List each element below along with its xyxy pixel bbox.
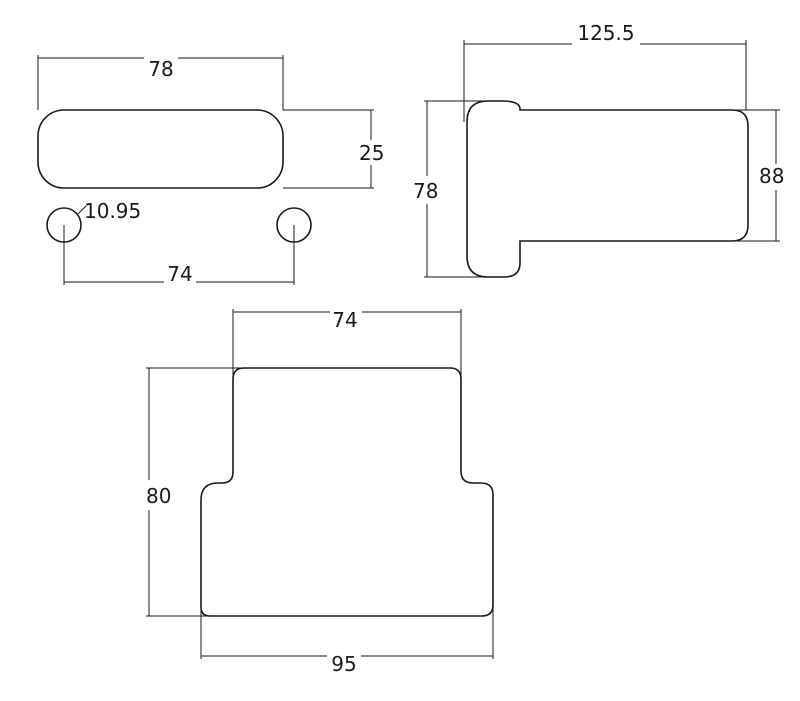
dimension-label-bottom-width: 95 [331, 652, 356, 676]
dimension-label-front-width: 78 [148, 57, 173, 81]
dimension-front-width: 78 [37, 55, 284, 110]
dimension-label-side-length: 125.5 [577, 21, 634, 45]
front-outline [37, 109, 284, 189]
side-view: 125.5 78 88 [413, 21, 784, 278]
dimension-side-left-height: 78 [413, 100, 490, 278]
dimension-hole-spacing: 74 [63, 225, 295, 286]
dimension-hole-diameter: 10.95 [77, 199, 141, 223]
bottom-outline [200, 367, 494, 617]
dimension-label-bottom-height: 80 [146, 484, 171, 508]
dimension-label-side-left-height: 78 [413, 179, 438, 203]
dimension-bottom-width: 95 [200, 605, 494, 676]
dimension-label-bottom-top-width: 74 [332, 308, 357, 332]
dimension-label-hole-diameter: 10.95 [84, 199, 141, 223]
dimension-front-height: 25 [283, 109, 384, 189]
dimension-bottom-top-width: 74 [232, 308, 462, 380]
dimension-label-side-right-height: 88 [759, 164, 784, 188]
dimension-label-front-height: 25 [359, 141, 384, 165]
bottom-view: 74 80 95 [146, 308, 494, 676]
dimension-bottom-height: 80 [146, 367, 244, 617]
dimension-side-length: 125.5 [463, 21, 747, 122]
dimension-label-hole-spacing: 74 [167, 262, 192, 286]
dimension-side-right-height: 88 [732, 109, 784, 242]
side-outline [466, 100, 749, 278]
front-view: 78 25 10.95 74 [37, 55, 384, 286]
